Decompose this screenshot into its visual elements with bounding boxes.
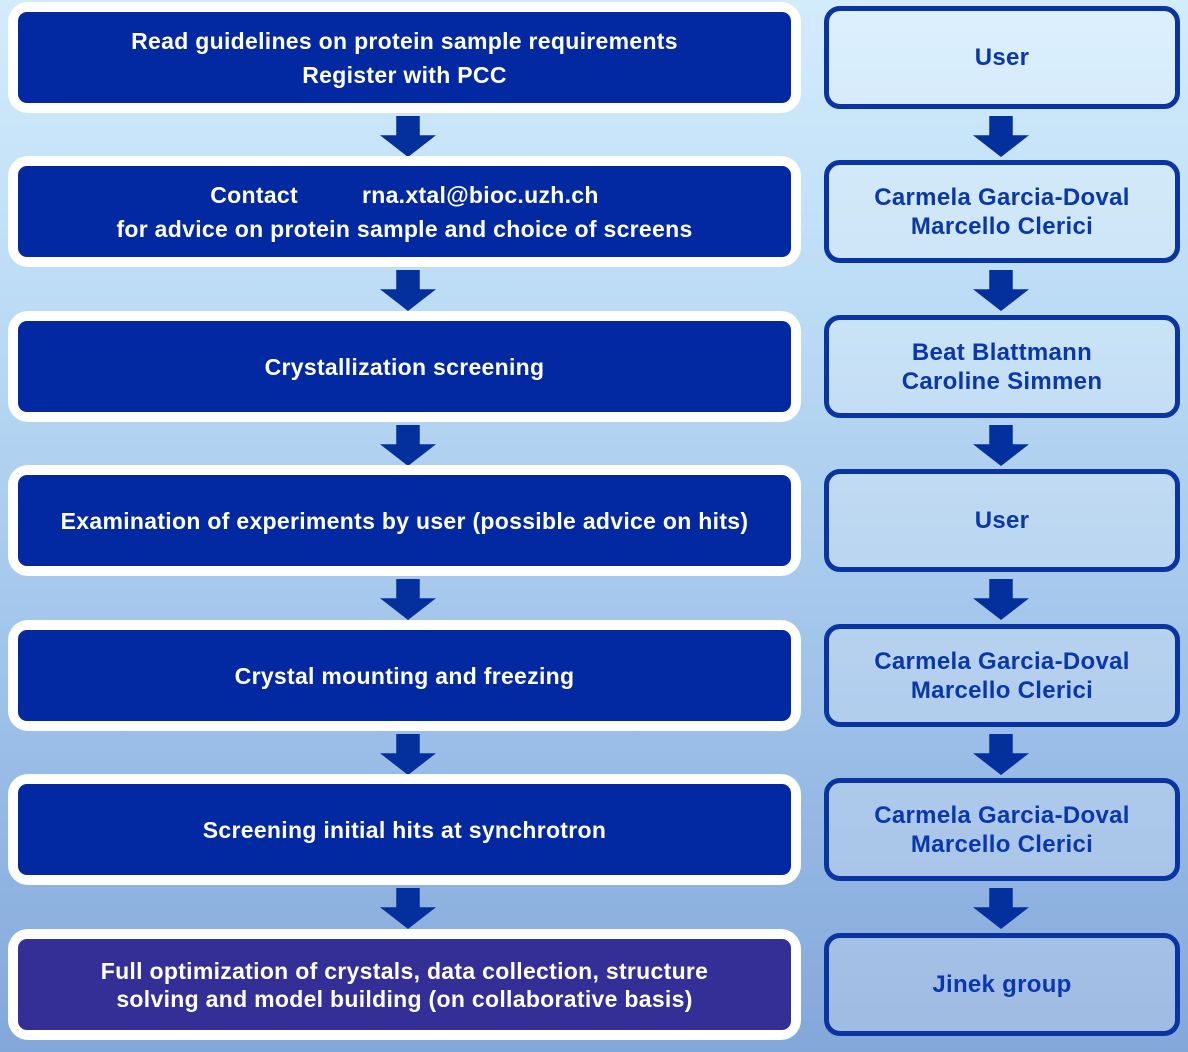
contact-email: rna.xtal@bioc.uzh.ch bbox=[361, 181, 599, 208]
step-text-line: Screening initial hits at synchrotron bbox=[202, 816, 607, 843]
down-arrow-icon bbox=[973, 734, 1029, 775]
down-arrow-icon bbox=[380, 734, 436, 775]
owner-name: User bbox=[974, 507, 1030, 534]
down-arrow-icon bbox=[973, 425, 1029, 466]
owner-name: Marcello Clerici bbox=[910, 212, 1094, 240]
owner-box-blattmann-simmen: Beat Blattmann Caroline Simmen bbox=[824, 315, 1180, 418]
owner-name: Carmela Garcia-Doval bbox=[874, 801, 1130, 829]
owner-name: Carmela Garcia-Doval bbox=[874, 183, 1130, 211]
step-box-examination: Examination of experiments by user (poss… bbox=[18, 475, 791, 566]
owner-box-jinek-group: Jinek group bbox=[824, 933, 1180, 1036]
step-text-line: Read guidelines on protein sample requir… bbox=[131, 27, 678, 54]
step-frame-6: Screening initial hits at synchrotron bbox=[8, 774, 801, 885]
step-text-line: Examination of experiments by user (poss… bbox=[60, 507, 749, 534]
step-text-line: for advice on protein sample and choice … bbox=[116, 215, 693, 242]
step-frame-2: Contact rna.xtal@bioc.uzh.ch for advice o… bbox=[8, 156, 801, 267]
contact-label: Contact bbox=[210, 181, 298, 208]
step-frame-3: Crystallization screening bbox=[8, 311, 801, 422]
down-arrow-icon bbox=[380, 270, 436, 311]
down-arrow-icon bbox=[973, 116, 1029, 157]
step-text-line: Contact rna.xtal@bioc.uzh.ch bbox=[210, 178, 598, 212]
down-arrow-icon bbox=[973, 270, 1029, 311]
step-box-screening-synchrotron: Screening initial hits at synchrotron bbox=[18, 784, 791, 875]
step-text-line: solving and model building (on collabora… bbox=[116, 985, 693, 1012]
owner-box-user-2: User bbox=[824, 469, 1180, 572]
down-arrow-icon bbox=[380, 579, 436, 620]
owner-box-garcia-clerici-2: Carmela Garcia-Doval Marcello Clerici bbox=[824, 624, 1180, 727]
step-box-crystallization-screening: Crystallization screening bbox=[18, 321, 791, 412]
owner-name: Jinek group bbox=[932, 971, 1072, 998]
step-frame-5: Crystal mounting and freezing bbox=[8, 620, 801, 731]
step-box-contact-email: Contact rna.xtal@bioc.uzh.ch for advice o… bbox=[18, 166, 791, 257]
down-arrow-icon bbox=[973, 888, 1029, 929]
down-arrow-icon bbox=[380, 116, 436, 157]
owner-name: Beat Blattmann bbox=[911, 338, 1093, 366]
owner-name: Marcello Clerici bbox=[910, 676, 1094, 704]
owner-name: User bbox=[974, 44, 1030, 71]
down-arrow-icon bbox=[380, 888, 436, 929]
step-text-line: Full optimization of crystals, data coll… bbox=[100, 957, 709, 984]
owner-name: Caroline Simmen bbox=[901, 367, 1103, 395]
step-frame-1: Read guidelines on protein sample requir… bbox=[8, 2, 801, 113]
owner-box-garcia-clerici-3: Carmela Garcia-Doval Marcello Clerici bbox=[824, 778, 1180, 881]
step-box-read-guidelines: Read guidelines on protein sample requir… bbox=[18, 12, 791, 103]
owner-name: Carmela Garcia-Doval bbox=[874, 647, 1130, 675]
owner-box-garcia-clerici-1: Carmela Garcia-Doval Marcello Clerici bbox=[824, 160, 1180, 263]
step-text-line: Crystallization screening bbox=[264, 353, 545, 380]
down-arrow-icon bbox=[973, 579, 1029, 620]
owner-box-user-1: User bbox=[824, 6, 1180, 109]
step-box-full-optimization: Full optimization of crystals, data coll… bbox=[18, 939, 791, 1030]
step-frame-4: Examination of experiments by user (poss… bbox=[8, 465, 801, 576]
step-frame-7: Full optimization of crystals, data coll… bbox=[8, 929, 801, 1040]
step-text-line: Crystal mounting and freezing bbox=[234, 662, 575, 689]
owner-name: Marcello Clerici bbox=[910, 830, 1094, 858]
down-arrow-icon bbox=[380, 425, 436, 466]
step-text-line: Register with PCC bbox=[302, 61, 507, 88]
step-box-crystal-mounting: Crystal mounting and freezing bbox=[18, 630, 791, 721]
